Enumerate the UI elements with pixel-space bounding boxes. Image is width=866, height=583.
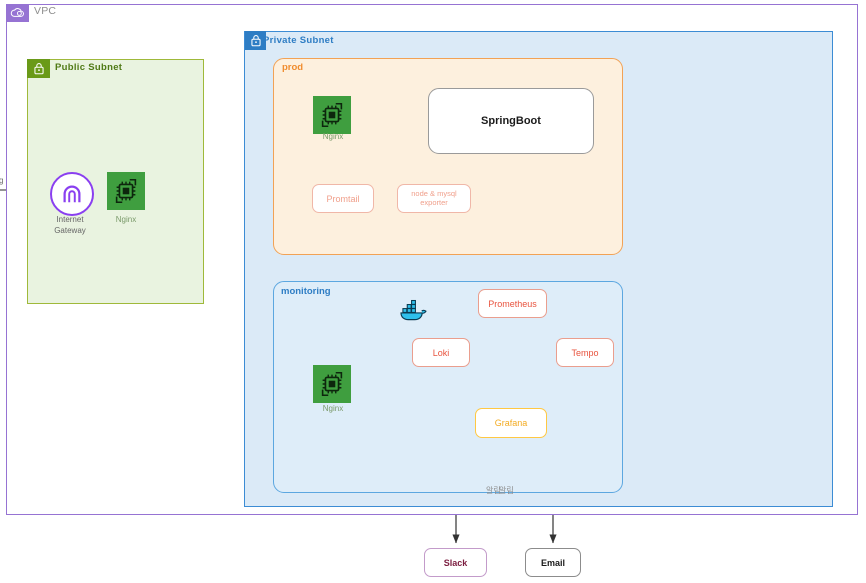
nginx-monitoring-label: Nginx [322, 404, 344, 413]
promtail-node[interactable]: Promtail [312, 184, 374, 213]
nginx-public-label: Nginx [115, 215, 137, 224]
internet-gateway-label-line2: Gateway [54, 225, 86, 235]
springboot-node[interactable]: SpringBoot [428, 88, 594, 154]
nginx-prod-node[interactable] [313, 96, 351, 134]
public-subnet-label: Public Subnet [55, 62, 123, 73]
vpc-label: VPC [34, 5, 57, 17]
nginx-prod-label: Nginx [322, 132, 344, 141]
node-mysql-exporter-node[interactable]: node & mysql exporter [397, 184, 471, 213]
tempo-node[interactable]: Tempo [556, 338, 614, 367]
external-edge-label: g [0, 176, 4, 185]
internet-gateway-label-line1: Internet [56, 215, 84, 224]
monitoring-group-label: monitoring [281, 286, 331, 297]
internet-gateway-label: Internet Gateway [39, 215, 101, 237]
lock-icon [245, 31, 266, 50]
loki-node[interactable]: Loki [412, 338, 470, 367]
alert-email-edge-label: 알림 [499, 486, 514, 495]
cloud-icon [6, 4, 29, 22]
docker-whale-icon [399, 298, 428, 323]
nginx-public-node[interactable] [107, 172, 145, 210]
alert-slack-edge-label: 알림 [486, 486, 501, 495]
lock-icon [27, 59, 50, 78]
slack-node[interactable]: Slack [424, 548, 487, 577]
internet-gateway-icon[interactable] [50, 172, 94, 216]
nginx-monitoring-node[interactable] [313, 365, 351, 403]
grafana-node[interactable]: Grafana [475, 408, 547, 438]
private-subnet-label: Private Subnet [263, 35, 334, 46]
email-node[interactable]: Email [525, 548, 581, 577]
prod-group-label: prod [282, 62, 304, 73]
prometheus-node[interactable]: Prometheus [478, 289, 547, 318]
